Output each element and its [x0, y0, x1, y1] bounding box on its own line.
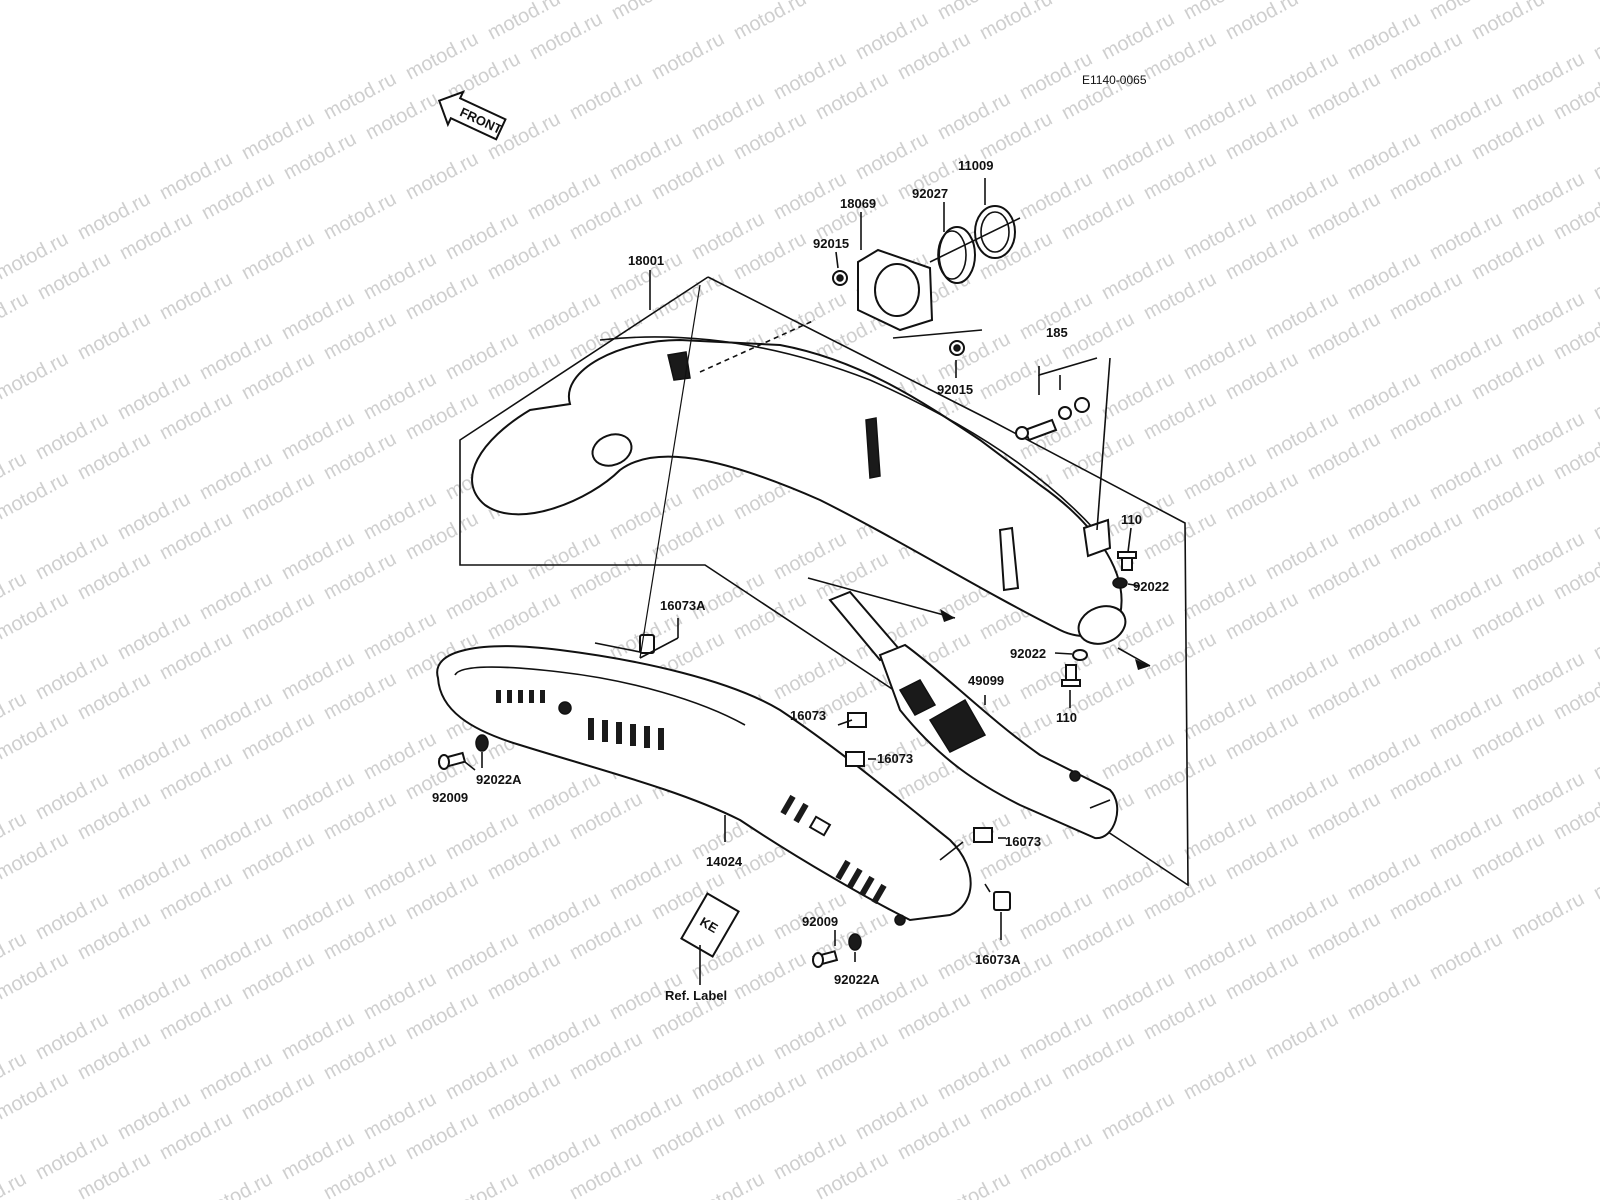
- watermark-text: motod.ru: [1590, 608, 1600, 664]
- gasket-92027: [937, 226, 976, 284]
- watermark-text: motod.ru: [1468, 0, 1548, 44]
- ref-label-tag: KE: [680, 892, 740, 958]
- callout-92015-top: 92015: [813, 236, 849, 251]
- watermark-text: motod.ru: [1590, 488, 1600, 544]
- callout-16073A-top: 16073A: [660, 598, 706, 613]
- watermark-text: motod.ru: [1016, 1128, 1096, 1184]
- watermark-text: motod.ru: [1590, 128, 1600, 184]
- watermark-text: motod.ru: [1590, 728, 1600, 784]
- watermark-text: motod.ru: [730, 0, 810, 44]
- callout-92022A-bottom: 92022A: [834, 972, 880, 987]
- watermark-text: motod.ru: [238, 228, 318, 284]
- screw-92009-left: [438, 751, 467, 770]
- guard-vents-rear: [780, 794, 887, 905]
- callout-92022A-left: 92022A: [476, 772, 522, 787]
- ring-11009: [974, 205, 1016, 259]
- callout-16073-b: 16073: [877, 751, 913, 766]
- watermark-text: motod.ru: [1590, 248, 1600, 304]
- callout-92022-right: 92022: [1133, 579, 1169, 594]
- guard-vents-front: [496, 690, 664, 750]
- nut-92015-lower: [949, 340, 965, 356]
- watermark-text: motod.ru: [1304, 0, 1384, 4]
- watermark-text: motod.ru: [402, 148, 482, 204]
- clip-16073A-lower: [993, 891, 1011, 911]
- direction-arrows: [940, 609, 1150, 670]
- callout-16073-a: 16073: [790, 708, 826, 723]
- watermark-text: motod.ru: [1590, 848, 1600, 904]
- callout-92009-bottom: 92009: [802, 914, 838, 929]
- bolt-set-185: [1015, 397, 1090, 442]
- screw-92009-bottom: [812, 950, 839, 968]
- callout-14024: 14024: [706, 854, 743, 869]
- watermark-text: motod.ru: [1550, 0, 1600, 4]
- flange-18069: [857, 248, 934, 332]
- watermark-text: motod.ru: [0, 1168, 30, 1200]
- callout-18069: 18069: [840, 196, 876, 211]
- watermark-text: motod.ru: [196, 1168, 276, 1200]
- watermark-text: motod.ru: [1590, 8, 1600, 64]
- callout-18001: 18001: [628, 253, 664, 268]
- silencer-insert: [828, 590, 1119, 840]
- watermark-text: motod.ru: [1098, 1088, 1178, 1144]
- callout-labels: 18001 18069 92027 11009 92015 92015 185 …: [432, 158, 1169, 1003]
- watermark-text: motod.ru: [1180, 1048, 1260, 1104]
- callout-92015-bottom: 92015: [937, 382, 973, 397]
- watermark-text: motod.ru: [1262, 1008, 1342, 1064]
- watermark-text: motod.ru: [934, 1168, 1014, 1200]
- watermark-text: motod.ru: [976, 0, 1056, 44]
- watermark-text: motod.ru: [1222, 0, 1302, 44]
- ref-label-caption: Ref. Label: [665, 988, 727, 1003]
- watermark-text: motod.ru: [156, 268, 236, 324]
- callout-110-bottom: 110: [1056, 710, 1077, 725]
- callout-110-top: 110: [1121, 512, 1142, 527]
- watermark-text: motod.ru: [442, 1168, 522, 1200]
- heat-guard: [436, 645, 972, 926]
- callout-16073-c: 16073: [1005, 834, 1041, 849]
- watermark-text: motod.ru: [812, 0, 892, 4]
- washer-92022A-bottom: [848, 933, 862, 951]
- callout-11009: 11009: [958, 158, 993, 173]
- watermark-text: motod.ru: [320, 188, 400, 244]
- callout-92022-left: 92022: [1010, 646, 1046, 661]
- washer-92022A-left: [475, 734, 489, 752]
- watermark-text: motod.ru: [566, 68, 646, 124]
- watermark-text: motod.ru: [0, 288, 32, 344]
- muffler-body: [471, 336, 1127, 645]
- callout-92027: 92027: [912, 186, 948, 201]
- callout-16073A-bottom: 16073A: [975, 952, 1021, 967]
- watermark-text: motod.ru: [1590, 368, 1600, 424]
- watermark-text: motod.ru: [1058, 0, 1138, 4]
- clip-16073-c: [973, 827, 993, 843]
- callout-185: 185: [1046, 325, 1068, 340]
- watermark-text: motod.ru: [1508, 888, 1588, 944]
- callout-49099: 49099: [968, 673, 1004, 688]
- watermark-text: motod.ru: [608, 0, 688, 24]
- watermark-text: motod.ru: [648, 28, 728, 84]
- nut-92015-upper: [832, 270, 848, 286]
- watermark-text: motod.ru: [1344, 968, 1424, 1024]
- watermark-text: motod.ru: [0, 348, 72, 404]
- washer-92022-upper: [1112, 577, 1128, 589]
- bolt-110-lower: [1061, 664, 1081, 687]
- diagram-code: E1140-0065: [1082, 73, 1147, 87]
- bolt-110-upper: [1117, 551, 1137, 571]
- watermark-text: motod.ru: [74, 308, 154, 364]
- watermark-text: motod.ru: [1426, 928, 1506, 984]
- watermark-text: motod.ru: [688, 1168, 768, 1200]
- callout-92009-left: 92009: [432, 790, 468, 805]
- leader-lines: [464, 178, 1151, 985]
- clip-16073-b: [845, 751, 865, 767]
- clip-16073-a: [847, 712, 867, 728]
- washer-92022-lower: [1072, 649, 1088, 661]
